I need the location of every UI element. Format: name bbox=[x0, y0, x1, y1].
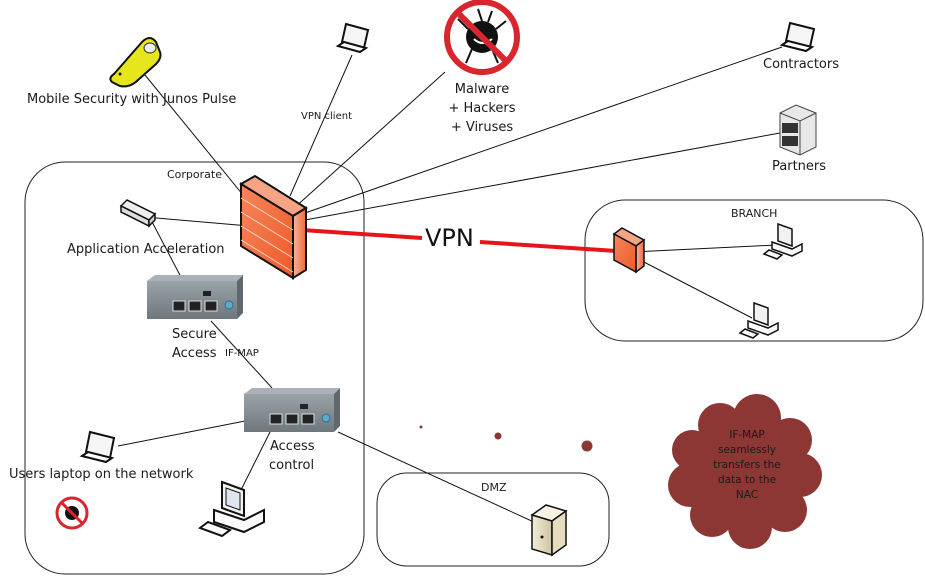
mobile-phone-icon bbox=[109, 37, 162, 88]
junos-appliance-icon bbox=[147, 275, 243, 319]
switch-icon bbox=[119, 199, 157, 228]
junos-appliance-icon bbox=[244, 388, 340, 432]
firewall-icon bbox=[239, 174, 308, 280]
thought-bubble-dot bbox=[581, 440, 593, 452]
zone-label-branch: BRANCH bbox=[731, 207, 778, 220]
vpn-link-right bbox=[479, 240, 633, 254]
cloud-callout-text: IF-MAP seamlessly transfers the data to … bbox=[688, 428, 806, 503]
thought-bubble-dot bbox=[494, 432, 502, 440]
link-vpnclient-firewall bbox=[289, 54, 353, 197]
desktop-computer-icon bbox=[738, 301, 779, 339]
label-users-laptop: Users laptop on the network bbox=[9, 467, 194, 482]
label-malware: Malware bbox=[454, 82, 510, 97]
malware-prohibited-icon bbox=[55, 496, 89, 530]
callout-line: data to the bbox=[717, 474, 777, 486]
laptop-icon bbox=[335, 22, 370, 54]
label-app-acceleration: Application Acceleration bbox=[67, 242, 225, 257]
tower-server-icon bbox=[530, 504, 568, 557]
callout-line: NAC bbox=[735, 489, 759, 501]
link-accesscontrol-dmz bbox=[337, 431, 537, 524]
zone-dmz bbox=[376, 472, 610, 567]
label-access: Access bbox=[172, 346, 217, 361]
label-viruses: + Viruses bbox=[450, 120, 514, 135]
label-mobile-security: Mobile Security with Junos Pulse bbox=[27, 92, 237, 107]
zone-label-dmz: DMZ bbox=[481, 481, 507, 494]
label-if-map: IF-MAP bbox=[225, 348, 259, 359]
laptop-icon bbox=[779, 21, 816, 53]
ifmap-cloud-callout bbox=[668, 394, 822, 549]
laptop-icon bbox=[79, 430, 116, 464]
thought-bubble-dot bbox=[419, 425, 423, 429]
link-branchfw-pc1 bbox=[631, 244, 778, 253]
zone-branch bbox=[584, 199, 924, 342]
zone-corporate bbox=[24, 161, 365, 575]
label-secure: Secure bbox=[172, 327, 217, 342]
link-secureaccess-accesscontrol bbox=[210, 320, 273, 389]
label-hackers: + Hackers bbox=[448, 101, 516, 116]
label-contractors: Contractors bbox=[763, 57, 839, 72]
server-rack-icon bbox=[779, 104, 817, 156]
label-partners: Partners bbox=[772, 159, 827, 174]
label-access-control-1: Access bbox=[270, 439, 315, 454]
malware-prohibited-icon bbox=[444, 0, 520, 75]
callout-line: IF-MAP bbox=[729, 429, 765, 441]
link-accesscontrol-laptop bbox=[117, 420, 246, 447]
link-malware-firewall bbox=[271, 71, 446, 229]
link-partners-firewall bbox=[304, 132, 781, 221]
callout-line: seamlessly bbox=[717, 444, 777, 456]
link-switch-secureaccess bbox=[149, 217, 183, 280]
label-access-control-2: control bbox=[269, 458, 315, 473]
desktop-computer-icon bbox=[197, 480, 265, 538]
label-vpn-client: VPN client bbox=[301, 111, 352, 122]
firewall-icon bbox=[612, 227, 646, 274]
callout-line: transfers the bbox=[713, 459, 781, 471]
zone-label-corporate: Corporate bbox=[167, 168, 222, 181]
link-contractors-firewall bbox=[304, 46, 783, 214]
label-vpn: VPN bbox=[425, 224, 474, 252]
link-branchfw-pc2 bbox=[639, 259, 753, 319]
desktop-computer-icon bbox=[762, 222, 803, 260]
